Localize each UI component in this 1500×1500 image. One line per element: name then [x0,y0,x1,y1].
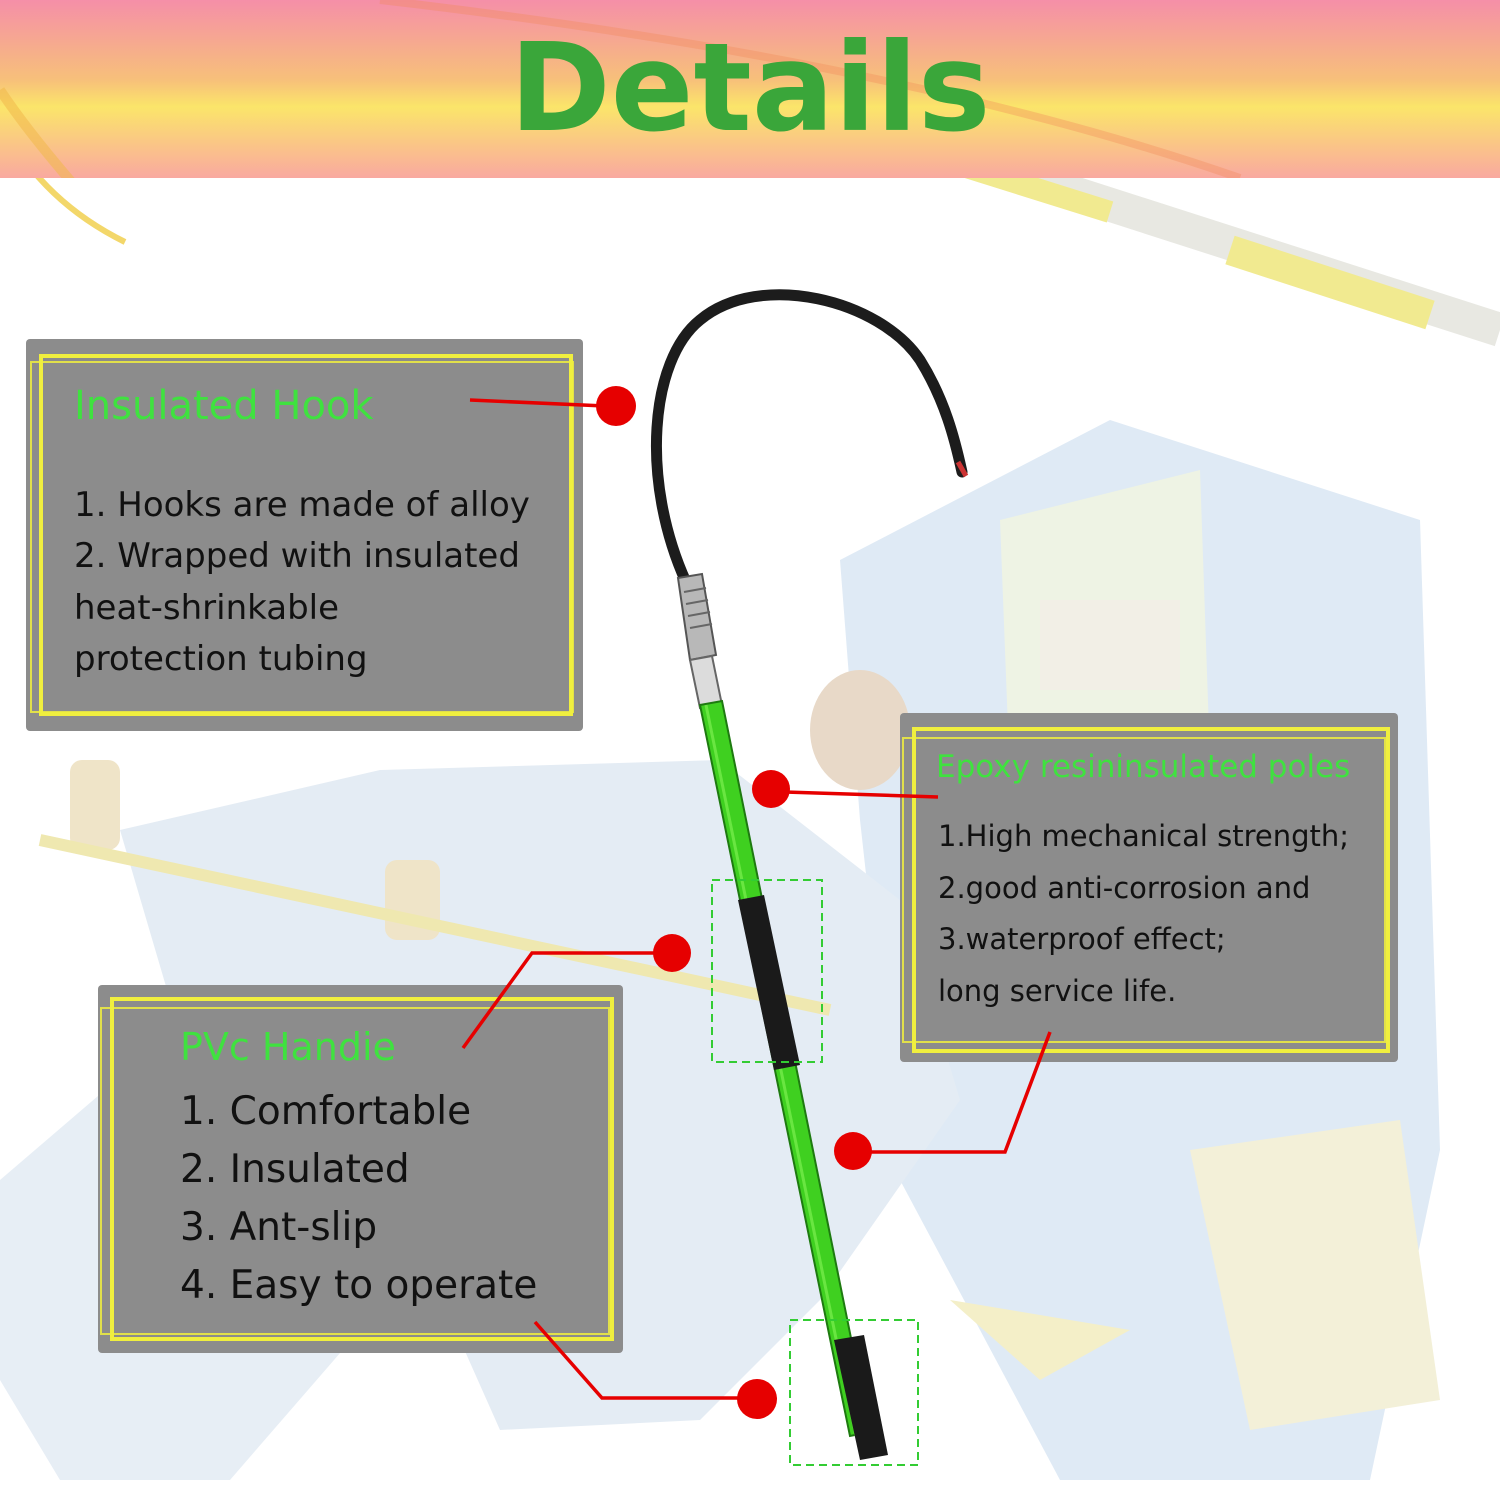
epoxy-poles-line-2: 2.good anti-corrosion and [938,871,1311,905]
epoxy-poles-line-4: long service life. [938,974,1177,1008]
pvc-handle-panel: PVc Handie 1. Comfortable 2. Insulated 3… [98,985,623,1353]
header-band: Details [0,0,1500,178]
callout-dot-grip [653,934,691,972]
epoxy-poles-panel: Epoxy resininsulated poles 1.High mechan… [900,713,1398,1062]
callout-dot-hook [596,386,636,426]
pvc-handle-title: PVc Handie [180,1025,396,1069]
grip-guide-box-bottom [789,1319,919,1466]
callout-dot-pole-lower [834,1132,872,1170]
callout-dot-bottom-grip [737,1379,777,1419]
insulated-hook-line-4: protection tubing [74,639,368,679]
metal-coupler [676,572,724,710]
header-hook-art [0,0,1242,178]
page-title: Details [509,17,991,159]
pvc-handle-line-1: 1. Comfortable [180,1089,472,1134]
callout-line-pole-lower [870,1031,1052,1154]
insulated-hook [650,289,968,588]
pvc-handle-line-3: 3. Ant-slip [180,1205,378,1250]
insulated-hook-line-2: 2. Wrapped with insulated [74,536,520,576]
epoxy-poles-line-3: 3.waterproof effect; [938,922,1226,956]
epoxy-poles-title: Epoxy resininsulated poles [936,749,1351,785]
callout-line-pole-upper [784,790,939,799]
epoxy-poles-line-1: 1.High mechanical strength; [938,819,1350,853]
callout-line-grip [461,951,665,1050]
bottom-grip [834,1335,888,1460]
middle-grip [738,895,800,1070]
insulated-hook-line-3: heat-shrinkable [74,588,340,628]
insulated-hook-title: Insulated Hook [74,383,374,429]
pvc-handle-line-4: 4. Easy to operate [180,1263,538,1308]
callout-dot-pole-upper [752,770,790,808]
callout-line-hook [469,398,606,408]
callout-line-bottom-grip [533,1320,745,1400]
insulated-hook-line-1: 1. Hooks are made of alloy [74,485,530,525]
grip-guide-box-top [711,879,823,1063]
pvc-handle-line-2: 2. Insulated [180,1147,410,1192]
